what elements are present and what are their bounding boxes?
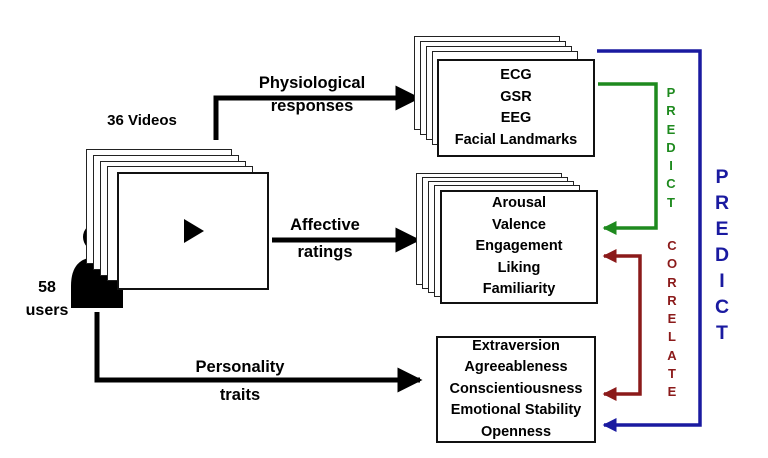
personality-label-line2: traits: [219, 386, 261, 404]
affective-label-line2: ratings: [297, 243, 353, 261]
physio-item: EEG: [500, 110, 532, 126]
personality-item: Agreeableness: [464, 359, 568, 376]
physiological-label-line2: responses: [270, 97, 354, 115]
videos-label: 36 Videos: [107, 112, 177, 129]
users-label: users: [25, 302, 69, 319]
video-frame: [117, 172, 269, 290]
personality-label-line1: Personality: [195, 358, 285, 376]
predict-green-label: P R E D I C T: [666, 85, 676, 210]
affect-item: Liking: [497, 259, 541, 276]
predict-blue-label: P R E D I C T: [714, 166, 730, 344]
correlate-red-connector: [602, 249, 642, 401]
physiological-arrow: [213, 85, 421, 140]
affect-item: Engagement: [475, 238, 563, 255]
predict-blue-connector: [597, 49, 702, 432]
physio-item: ECG: [500, 67, 532, 83]
physio-item: GSR: [500, 88, 532, 105]
affect-item: Valence: [491, 216, 546, 233]
physio-box: ECG GSR EEG Facial Landmarks: [437, 59, 595, 157]
personality-box: Extraversion Agreeableness Conscientious…: [436, 336, 596, 443]
affective-label-line1: Affective: [290, 216, 360, 234]
physiological-label-line1: Physiological: [258, 74, 366, 92]
predict-green-connector: [598, 82, 658, 235]
physio-item: Facial Landmarks: [454, 131, 578, 148]
correlate-red-label: C O R R E L A T E: [666, 238, 678, 400]
users-count: 58: [38, 279, 56, 296]
personality-item: Emotional Stability: [450, 402, 582, 419]
affect-box: Arousal Valence Engagement Liking Famili…: [440, 190, 598, 304]
personality-item: Extraversion: [472, 337, 560, 354]
personality-item: Conscientiousness: [449, 380, 583, 397]
personality-arrow: [94, 312, 423, 393]
affect-item: Familiarity: [482, 281, 556, 298]
affect-item: Arousal: [492, 195, 546, 212]
play-icon: [184, 219, 204, 243]
personality-item: Openness: [480, 423, 552, 440]
